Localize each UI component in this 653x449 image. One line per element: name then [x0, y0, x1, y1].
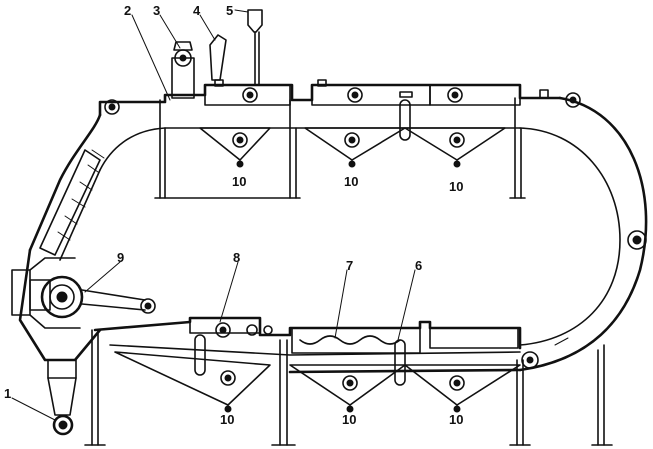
- inclined-conveyor: [39, 149, 105, 256]
- callout-1: 1: [4, 386, 11, 401]
- discharge-cone: [18, 248, 102, 436]
- callout-7: 7: [346, 258, 353, 273]
- callout-9: 9: [117, 250, 124, 265]
- upper-housings: [104, 79, 581, 115]
- callout-labels: 1 2 3 4 5 6 7 8 9 10 10 10 10 10 10: [4, 3, 463, 427]
- callout-2: 2: [124, 3, 131, 18]
- feed-mechanism: [171, 9, 263, 99]
- callout-8: 8: [233, 250, 240, 265]
- hopper-label: 10: [220, 412, 234, 427]
- lower-housings: [189, 230, 647, 386]
- hopper-label: 10: [449, 412, 463, 427]
- leader-lines: [11, 9, 416, 421]
- hopper-label: 10: [449, 179, 463, 194]
- upper-hoppers: [199, 99, 506, 168]
- drive-wheel-assembly: [11, 257, 156, 329]
- callout-6: 6: [415, 258, 422, 273]
- callout-3: 3: [153, 3, 160, 18]
- hopper-label: 10: [344, 174, 358, 189]
- upper-legs: [154, 97, 526, 199]
- callout-5: 5: [226, 3, 233, 18]
- lower-hoppers: [114, 351, 521, 413]
- hopper-label: 10: [342, 412, 356, 427]
- hopper-label: 10: [232, 174, 246, 189]
- lower-legs: [84, 329, 613, 446]
- callout-4: 4: [193, 3, 201, 18]
